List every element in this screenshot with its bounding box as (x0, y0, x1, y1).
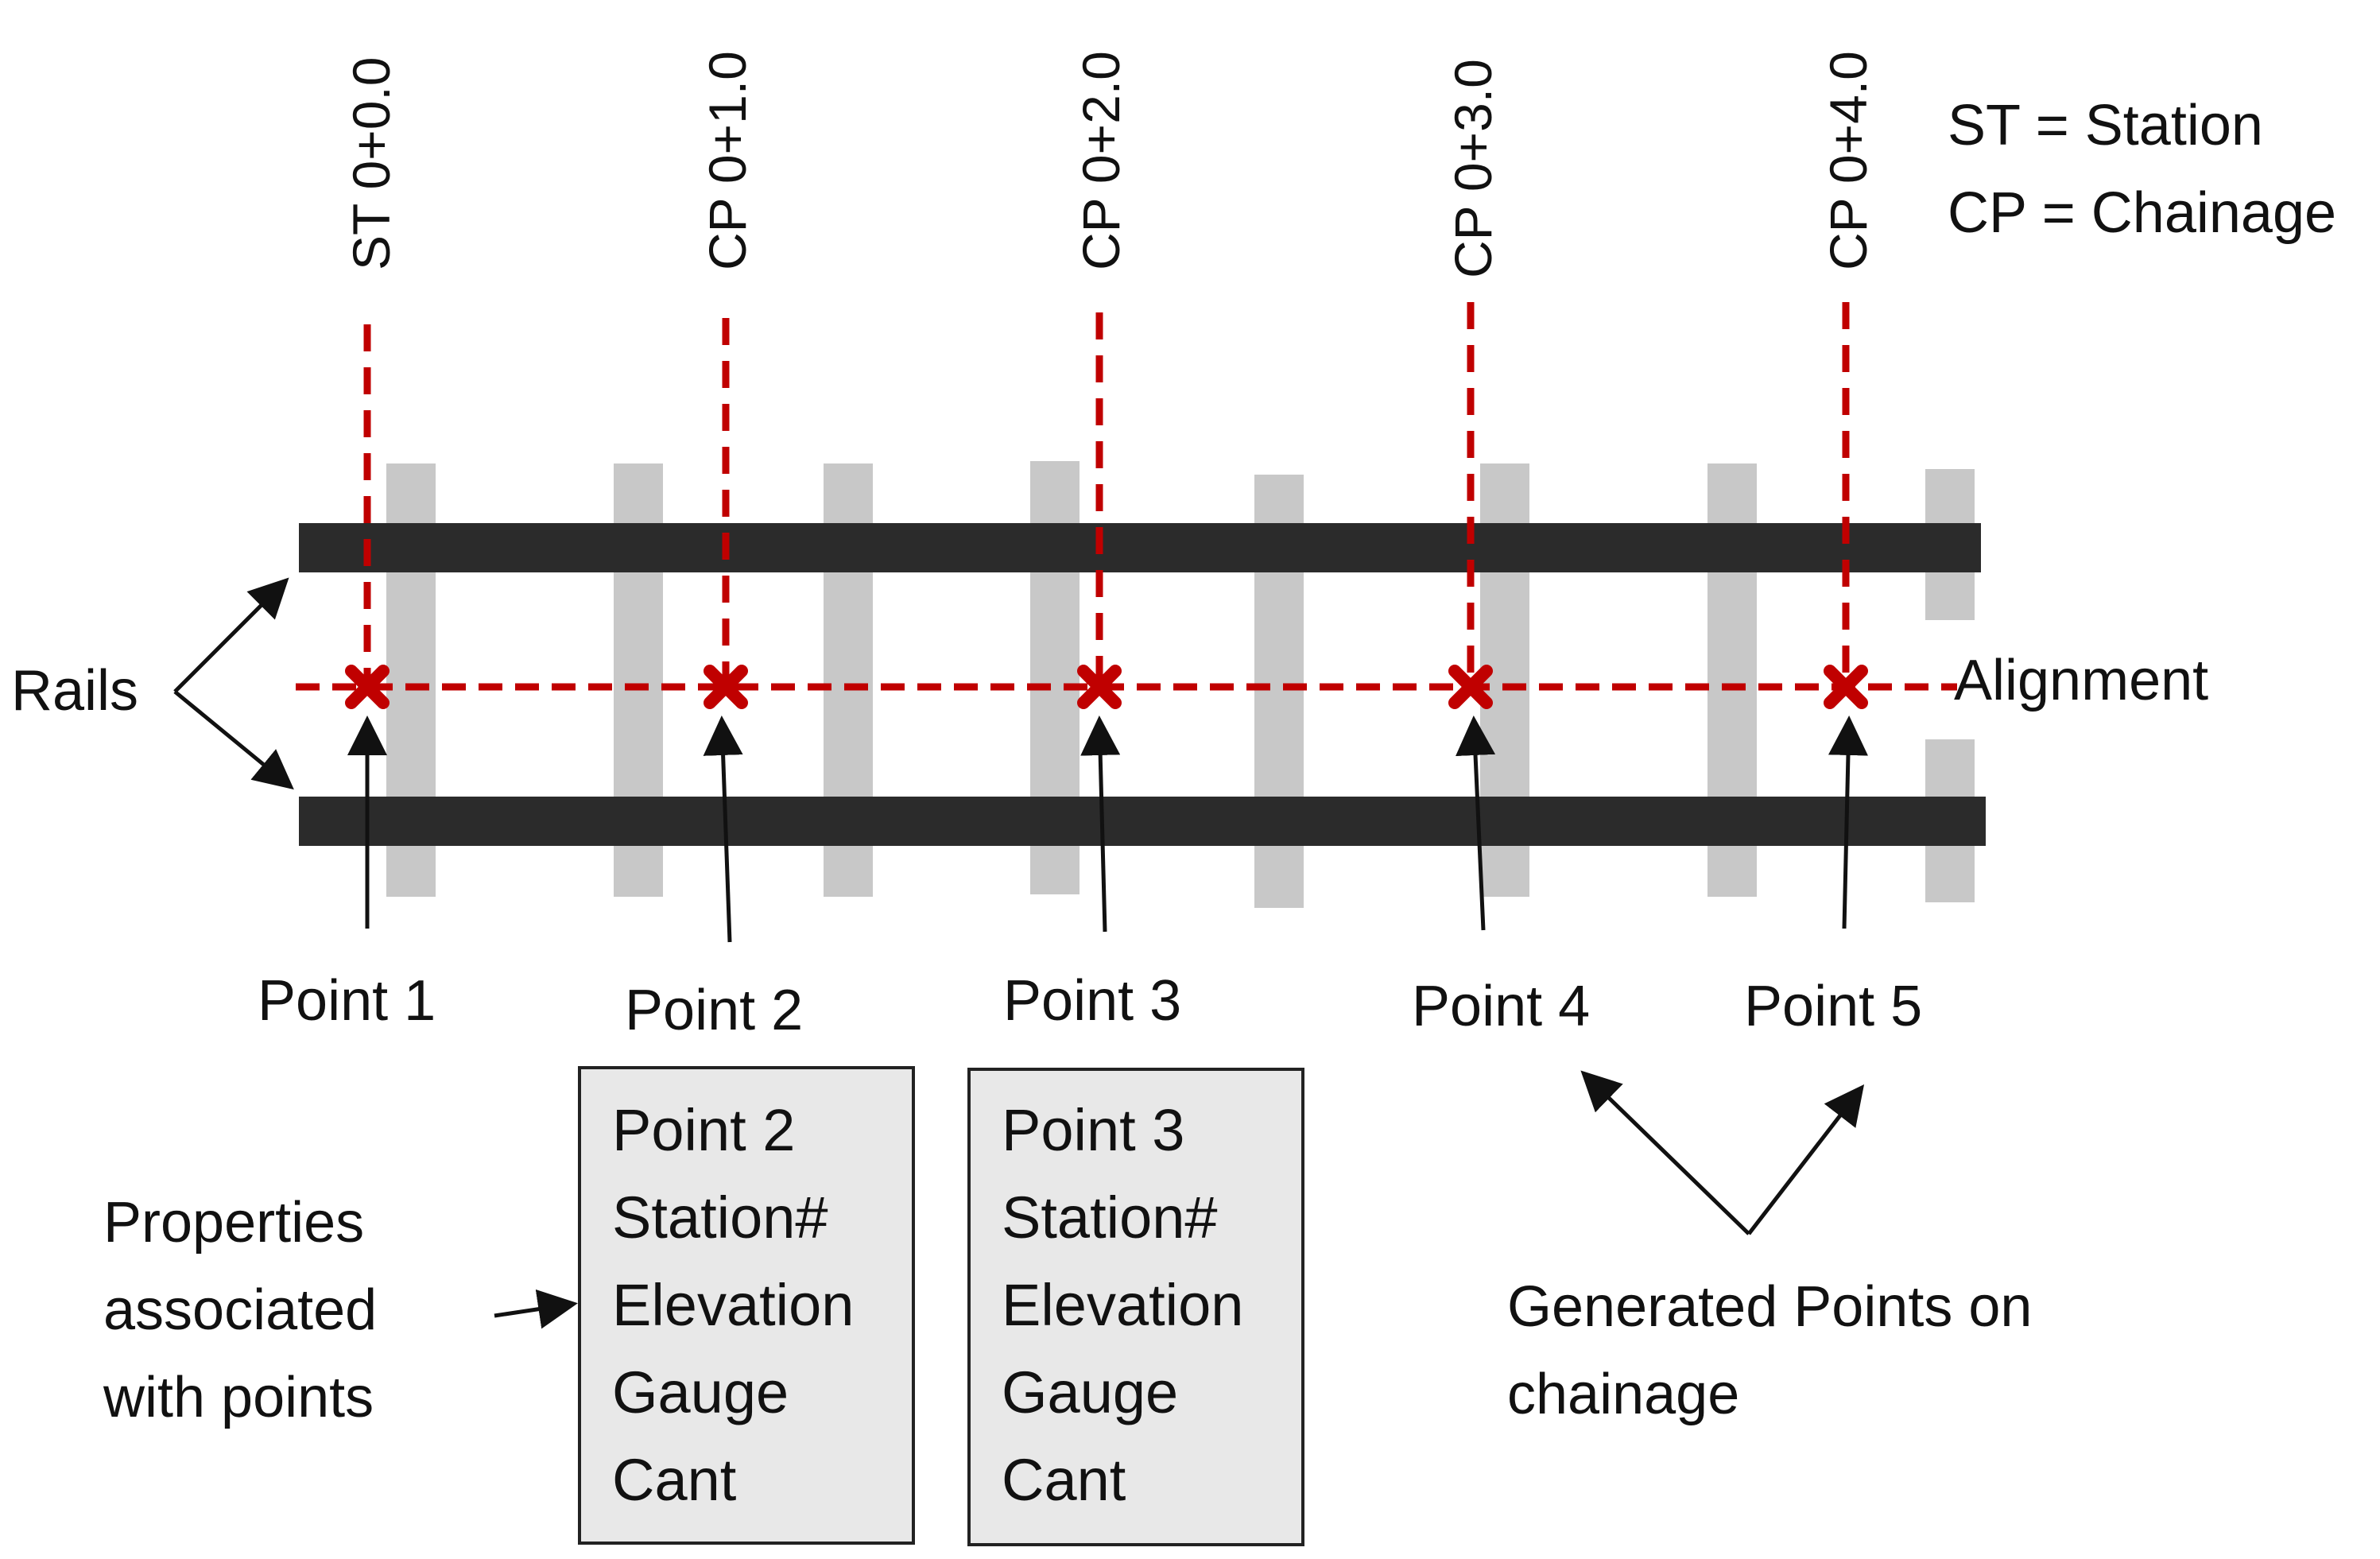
rails-arrow-bottom (173, 690, 294, 790)
property-line: Cant (612, 1447, 737, 1513)
point-arrow (703, 716, 743, 943)
generated-label: Generated Points on (1507, 1275, 2032, 1339)
legend-station: ST = Station (1948, 94, 2263, 157)
properties-label: Properties (103, 1191, 364, 1255)
rails-arrow-top (173, 577, 289, 693)
bottom-rail (299, 797, 1986, 846)
property-line: Elevation (612, 1272, 854, 1338)
top-rail (299, 523, 1981, 572)
property-box: Point 3 Station# Elevation Gauge Cant (967, 1068, 1304, 1546)
point-markers (345, 665, 1868, 709)
point-label: Point 1 (258, 969, 436, 1033)
point-arrow (1456, 716, 1496, 931)
x-marker-icon (1448, 665, 1493, 709)
station-label: CP 0+1.0 (698, 51, 757, 270)
point-label: Point 5 (1744, 975, 1922, 1038)
property-line: Elevation (1002, 1272, 1243, 1338)
property-line: Point 2 (612, 1097, 795, 1163)
rails-label: Rails (11, 659, 138, 723)
station-label: CP 0+3.0 (1444, 59, 1502, 278)
alignment-label: Alignment (1954, 649, 2208, 712)
properties-arrow (494, 1289, 578, 1329)
station-label: CP 0+2.0 (1072, 51, 1130, 270)
point-label: Point 3 (1003, 969, 1181, 1033)
property-line: Station# (1002, 1185, 1218, 1251)
legend-chainage: CP = Chainage (1948, 181, 2336, 245)
station-label: ST 0+0.0 (342, 57, 401, 270)
x-marker-icon (704, 665, 748, 709)
point-label: Point 2 (625, 979, 803, 1042)
point-arrow (1828, 716, 1868, 929)
property-line: Point 3 (1002, 1097, 1184, 1163)
properties-label: with points (103, 1366, 374, 1429)
property-line: Gauge (612, 1359, 789, 1425)
point-arrows (347, 716, 1868, 943)
property-line: Gauge (1002, 1359, 1178, 1425)
point-label: Point 4 (1412, 975, 1590, 1038)
property-box: Point 2 Station# Elevation Gauge Cant (578, 1066, 915, 1545)
station-lines (363, 302, 1850, 682)
point-arrow (1080, 716, 1121, 933)
property-line: Station# (612, 1185, 828, 1251)
generated-arrow-right (1747, 1084, 1865, 1235)
x-marker-icon (345, 665, 390, 709)
property-line: Cant (1002, 1447, 1126, 1513)
generated-arrow-left (1580, 1070, 1750, 1235)
x-marker-icon (1077, 665, 1122, 709)
properties-label: associated (103, 1278, 377, 1342)
station-label: CP 0+4.0 (1819, 51, 1878, 270)
x-marker-icon (1824, 665, 1868, 709)
generated-label: chainage (1507, 1363, 1739, 1426)
